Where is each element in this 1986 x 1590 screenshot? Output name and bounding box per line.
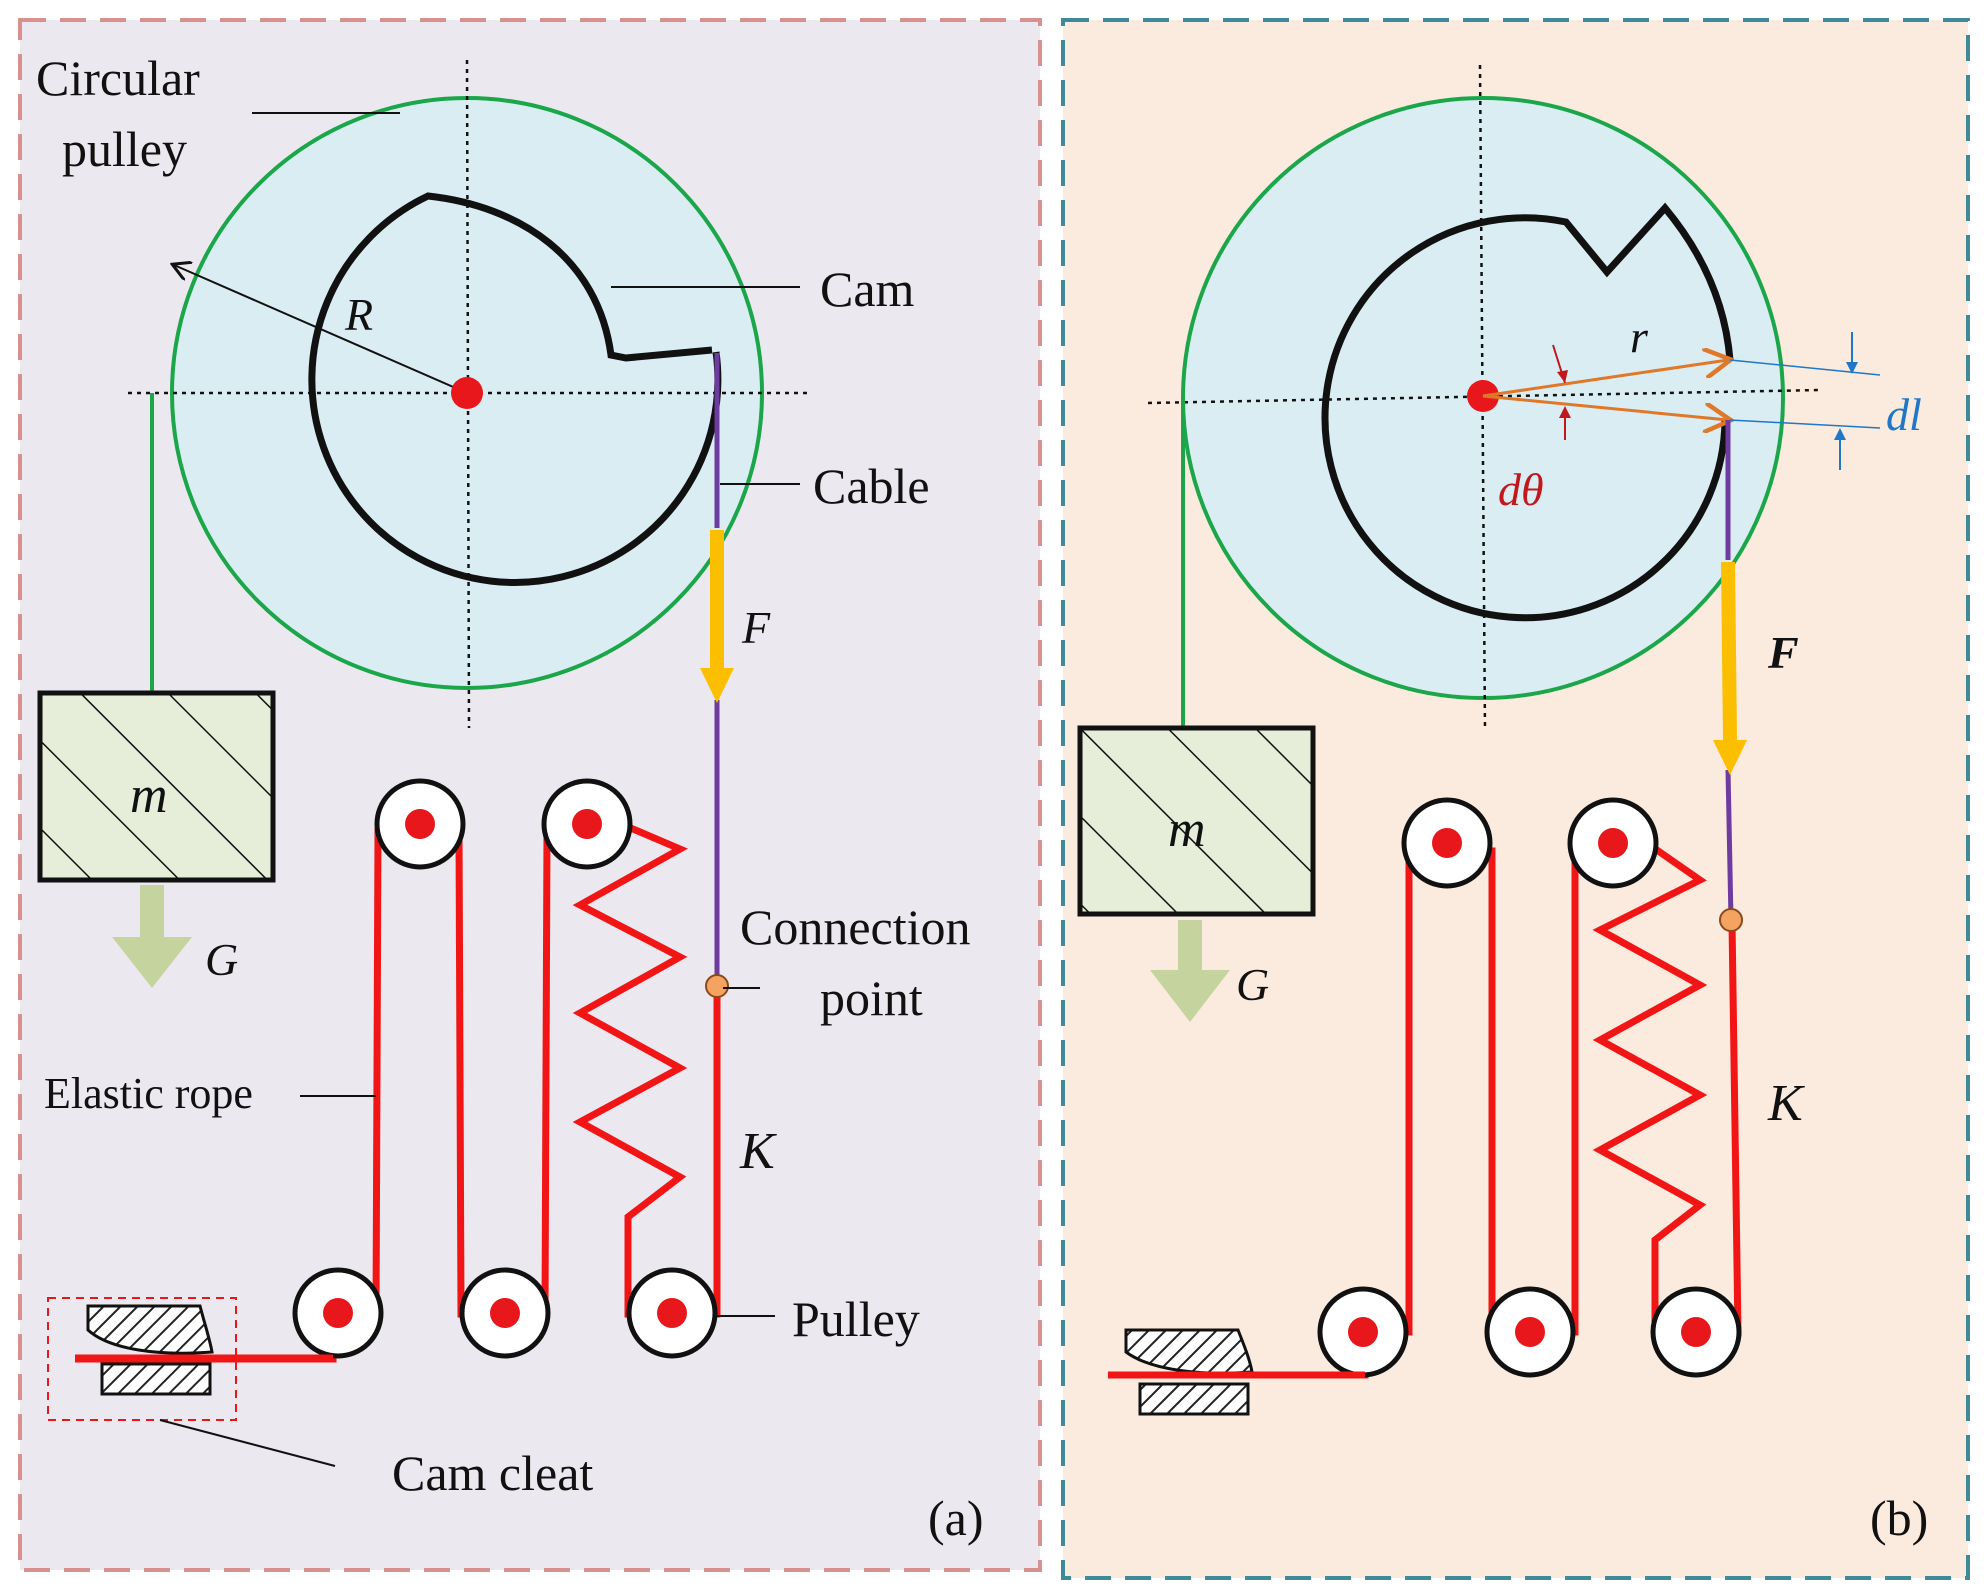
cable-lower-b: [1725, 769, 1734, 921]
label-cable: Cable: [813, 458, 930, 514]
label-stiffness: K: [739, 1123, 777, 1180]
gravity-arrow-shaft-b: [1178, 920, 1202, 970]
gravity-arrow-head-b: [1150, 970, 1230, 1022]
panel-a-caption: (a): [928, 1490, 984, 1546]
force-label: F: [741, 602, 771, 653]
label-dl: dl: [1886, 389, 1922, 440]
cam-b: [1321, 202, 1734, 622]
gravity-label-b: G: [1236, 959, 1269, 1010]
pulley-bottom-2-b: [1484, 1286, 1576, 1378]
vertical-centerline-b: [1478, 64, 1487, 731]
elastic-rope: [75, 822, 721, 1363]
gravity-label: G: [205, 934, 238, 985]
radius-arrow: [174, 265, 468, 394]
elastic-rope-b: [1108, 844, 1742, 1379]
gravity-arrow-head: [112, 937, 192, 988]
label-cam-cleat: Cam cleat: [392, 1445, 593, 1501]
label-pulley-word: pulley: [62, 121, 187, 177]
mass-block: [37, 690, 276, 883]
pulley-top-2-b: [1567, 797, 1659, 889]
hub: [451, 377, 483, 409]
force-arrow-head-b: [1713, 740, 1747, 775]
leader-cam-cleat: [159, 1419, 336, 1467]
pulley-bottom-3-b: [1650, 1286, 1742, 1378]
panel-a: R F m G: [18, 18, 1042, 1572]
panel-b: r dθ dl F m G: [1061, 18, 1970, 1580]
label-dtheta: dθ: [1498, 464, 1544, 515]
mass-label-b: m: [1168, 801, 1206, 858]
pulley-top-2: [541, 778, 633, 870]
radius-label: R: [344, 289, 373, 340]
radius-arrow-r: [1482, 360, 1728, 398]
cam: [308, 192, 722, 586]
pulley-top-1: [374, 778, 466, 870]
force-arrow-shaft-b: [1721, 561, 1737, 741]
dl-ext-lower: [1729, 419, 1881, 429]
cam-cleat-jaw: [86, 1304, 214, 1355]
radius-arrow-r-dr: [1482, 394, 1728, 420]
label-stiffness-b: K: [1767, 1075, 1805, 1132]
connection-point: [705, 974, 729, 998]
panel-b-caption: (b): [1870, 1490, 1928, 1546]
pulley-bottom-1: [292, 1267, 384, 1359]
pulley-top-1-b: [1401, 797, 1493, 889]
label-cam: Cam: [820, 261, 915, 317]
gravity-arrow-shaft: [140, 885, 164, 937]
label-circular: Circular: [36, 50, 200, 106]
label-connection: Connection: [740, 899, 971, 955]
mass-label: m: [130, 767, 168, 824]
pulley-bottom-3: [626, 1267, 718, 1359]
cam-cleat-base-b: [1138, 1382, 1250, 1416]
label-r: r: [1630, 311, 1649, 362]
label-point: point: [820, 970, 923, 1026]
mass-block-b: [1077, 725, 1316, 917]
label-pulley: Pulley: [792, 1291, 920, 1347]
cam-cleat-base: [100, 1362, 212, 1396]
label-force-b: F: [1767, 627, 1799, 678]
force-arrow-head: [700, 668, 734, 703]
label-elastic-rope: Elastic rope: [44, 1069, 253, 1118]
dl-ext-upper: [1729, 359, 1881, 376]
pulley-bottom-2: [459, 1267, 551, 1359]
connection-point-b: [1719, 908, 1743, 932]
pulley-bottom-1-b: [1317, 1286, 1409, 1378]
